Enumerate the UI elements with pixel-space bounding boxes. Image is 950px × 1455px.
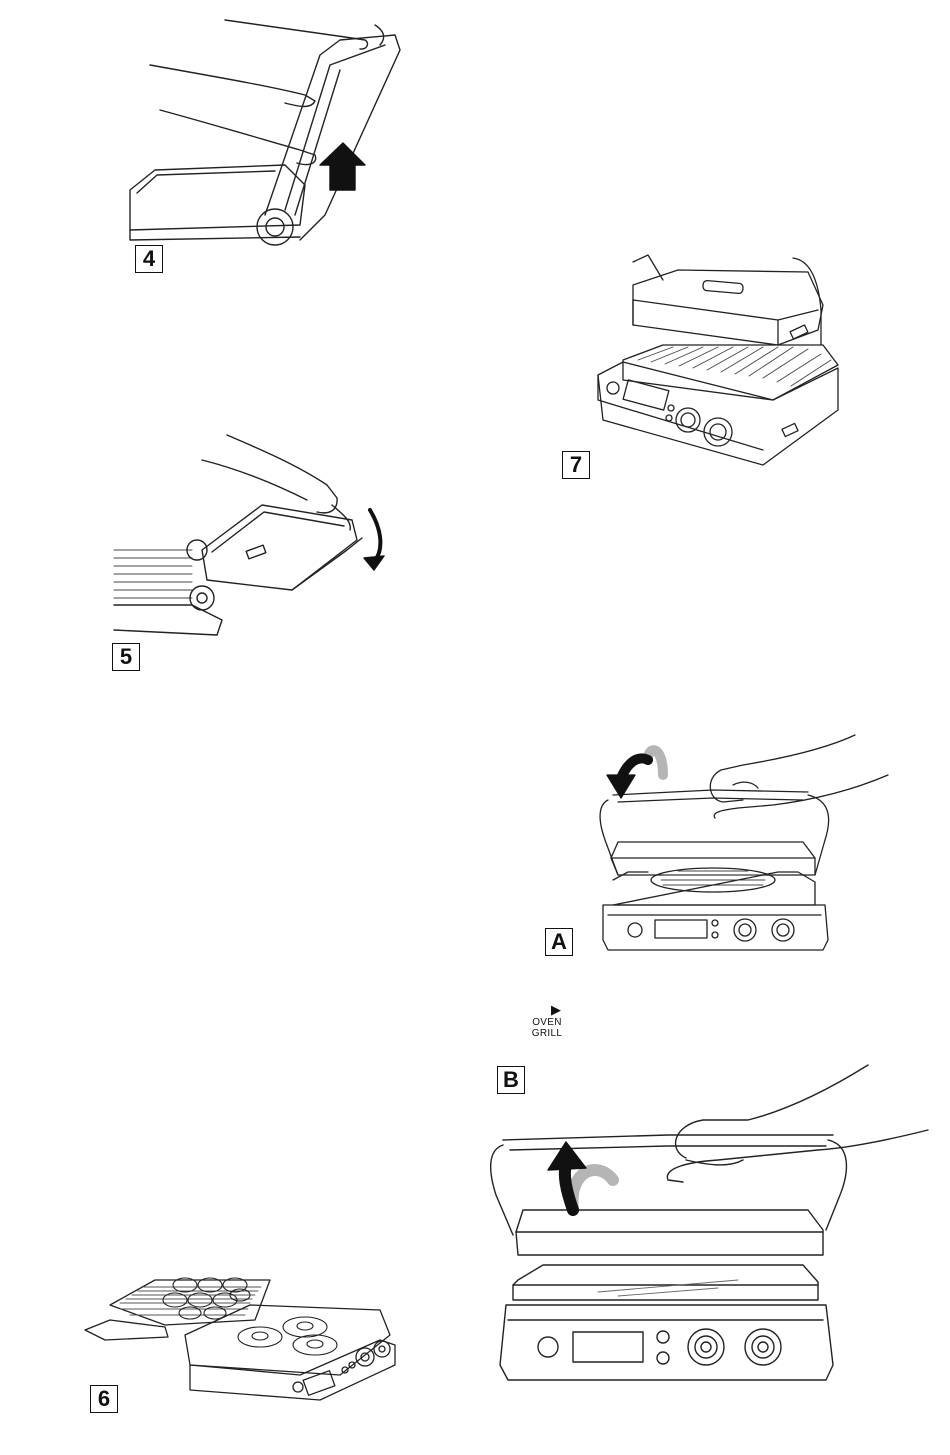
- step-label-4: 4: [135, 245, 163, 273]
- figure-6-open-grill-food: [80, 1265, 400, 1405]
- oven-label: OVEN: [522, 1017, 572, 1028]
- play-triangle-icon: ▶: [540, 1003, 572, 1017]
- oven-grill-button-icon: ▶ OVEN GRILL: [522, 1003, 572, 1039]
- figure-4-lift-plate: [125, 15, 405, 250]
- step-label-a: A: [545, 928, 573, 956]
- grill-label: GRILL: [522, 1028, 572, 1039]
- figure-a-close-lid: [593, 730, 893, 955]
- figure-b-open-lid: [488, 1060, 938, 1385]
- step-label-6: 6: [90, 1385, 118, 1413]
- figure-5-close-lid: [112, 430, 392, 640]
- step-label-5: 5: [112, 643, 140, 671]
- figure-7-grill-lid-raised: [593, 250, 843, 472]
- step-label-7: 7: [562, 451, 590, 479]
